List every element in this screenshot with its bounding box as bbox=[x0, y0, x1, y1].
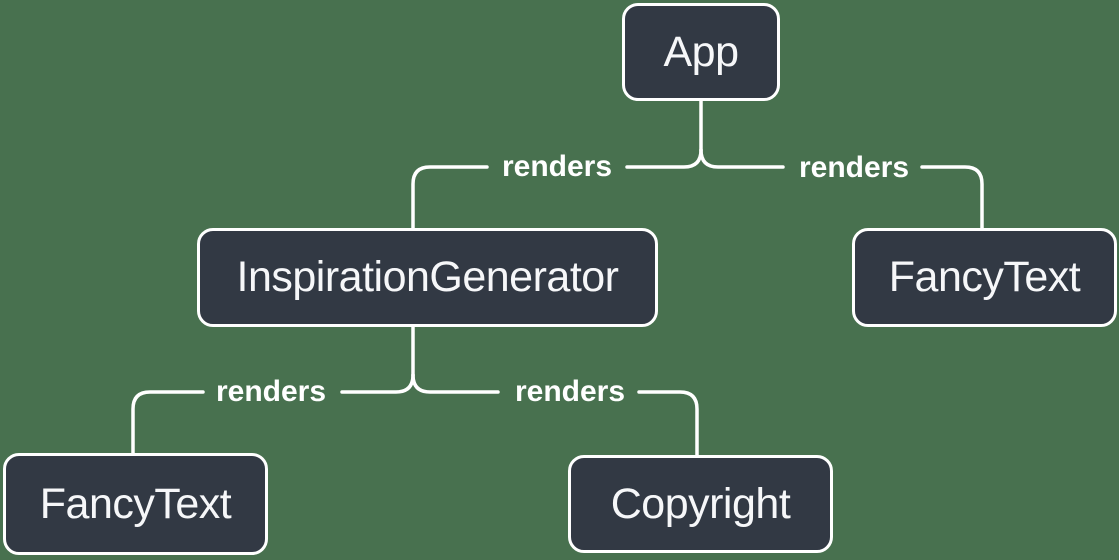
edge-app-to-fancytext-drop bbox=[920, 165, 984, 230]
edge-app-to-inspiration-flare bbox=[625, 148, 703, 169]
node-inspiration-generator: InspirationGenerator bbox=[197, 228, 658, 327]
edge-label-app-inspiration: renders bbox=[501, 150, 613, 183]
node-fancy-text-bottom: FancyText bbox=[3, 453, 268, 555]
node-copyright-label: Copyright bbox=[610, 479, 791, 528]
node-fancy-text-top: FancyText bbox=[852, 228, 1117, 327]
node-inspiration-generator-label: InspirationGenerator bbox=[236, 253, 620, 301]
node-copyright: Copyright bbox=[568, 455, 833, 553]
edge-app-to-fancytext-flare bbox=[699, 148, 785, 169]
node-fancy-text-bottom-label: FancyText bbox=[39, 479, 232, 528]
edge-inspiration-to-fancytext-flare bbox=[340, 373, 415, 394]
edge-inspiration-to-fancytext-drop bbox=[131, 390, 205, 455]
node-app: App bbox=[622, 3, 780, 101]
edge-inspiration-to-copyright-flare bbox=[411, 373, 500, 394]
edge-label-inspiration-copyright: renders bbox=[514, 375, 626, 408]
node-app-label: App bbox=[663, 27, 739, 76]
node-fancy-text-top-label: FancyText bbox=[888, 253, 1081, 301]
edge-label-inspiration-fancytext: renders bbox=[215, 375, 327, 408]
edge-app-to-inspiration-drop bbox=[411, 165, 489, 230]
edge-inspiration-to-copyright-drop bbox=[637, 390, 699, 457]
edge-label-app-fancytext: renders bbox=[798, 151, 910, 184]
